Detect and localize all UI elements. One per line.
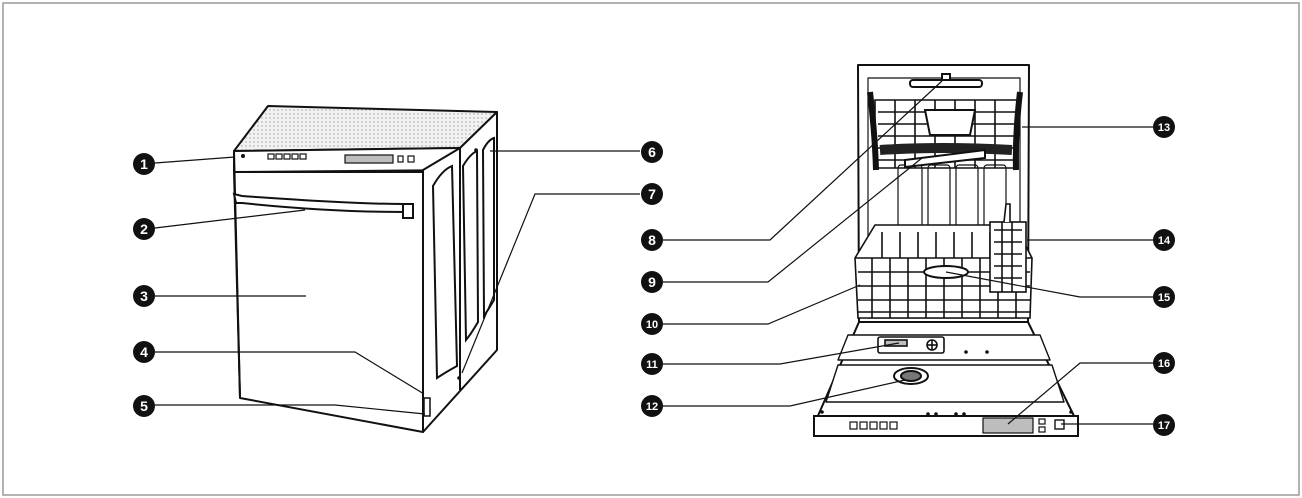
corner-screw — [474, 148, 478, 152]
svg-text:16: 16 — [1158, 358, 1170, 370]
side-slot — [461, 149, 480, 343]
callout-5: 5 — [133, 395, 155, 417]
svg-text:13: 13 — [1158, 122, 1170, 134]
svg-text:7: 7 — [648, 186, 656, 202]
side-slot — [431, 164, 459, 380]
callout-15: 15 — [1153, 286, 1175, 308]
svg-text:11: 11 — [646, 359, 658, 371]
control-panel — [267, 153, 415, 164]
callout-1: 1 — [133, 153, 155, 175]
callout-badges: 1 2 3 4 5 6 7 8 9 10 11 12 13 14 15 16 1… — [133, 116, 1175, 436]
control-button — [291, 153, 299, 160]
edge-button — [1038, 418, 1046, 425]
open-door — [816, 321, 1076, 419]
leader-line — [154, 156, 236, 164]
svg-text:6: 6 — [648, 144, 656, 160]
leader-line — [662, 157, 923, 283]
callout-4: 4 — [133, 341, 155, 363]
side-slot — [481, 136, 495, 320]
edge-button — [879, 421, 888, 430]
door-dot — [934, 412, 938, 416]
callout-13: 13 — [1153, 116, 1175, 138]
leader-line — [1007, 362, 1153, 425]
cutlery-basket — [989, 203, 1027, 293]
svg-text:15: 15 — [1158, 292, 1170, 304]
leader-line — [461, 193, 640, 374]
callout-3: 3 — [133, 285, 155, 307]
edge-button — [859, 421, 868, 430]
svg-text:1: 1 — [140, 156, 148, 172]
edge-display — [982, 417, 1034, 434]
door-lower-recess — [825, 364, 1065, 403]
callout-14: 14 — [1153, 229, 1175, 251]
control-button — [275, 153, 283, 160]
svg-text:12: 12 — [646, 401, 658, 413]
side-slots — [431, 136, 495, 380]
door-dot — [985, 350, 989, 354]
leader-line — [662, 80, 943, 241]
callout-12: 12 — [641, 395, 663, 417]
svg-text:4: 4 — [140, 344, 148, 360]
control-button — [407, 155, 415, 163]
door-dot — [954, 412, 958, 416]
callout-17: 17 — [1153, 414, 1175, 436]
door-dot — [820, 410, 824, 414]
edge-button — [869, 421, 878, 430]
svg-text:2: 2 — [140, 221, 148, 237]
svg-text:9: 9 — [648, 274, 656, 290]
edge-button — [849, 421, 858, 430]
kick-plate-foot — [423, 397, 431, 417]
control-button — [397, 155, 404, 163]
svg-text:14: 14 — [1158, 235, 1171, 247]
leader-line — [662, 284, 861, 325]
upper-rack — [867, 91, 1023, 171]
edge-button — [889, 421, 898, 430]
callout-8: 8 — [641, 229, 663, 251]
door-dot — [964, 350, 968, 354]
door-dot — [1069, 410, 1073, 414]
door-dot — [962, 412, 966, 416]
edge-button — [1038, 426, 1046, 433]
svg-text:17: 17 — [1158, 420, 1170, 432]
base-screw — [457, 376, 461, 380]
leader-line — [154, 209, 306, 229]
leader-lines — [154, 80, 1153, 425]
callout-16: 16 — [1153, 352, 1175, 374]
leader-line — [155, 404, 426, 415]
callout-6: 6 — [641, 141, 663, 163]
callout-11: 11 — [641, 353, 663, 375]
callout-7: 7 — [641, 183, 663, 205]
leader-line — [662, 379, 906, 407]
indicator-dot — [241, 154, 245, 158]
control-button — [299, 153, 307, 160]
worktop — [233, 105, 498, 152]
svg-text:3: 3 — [140, 288, 148, 304]
leader-line — [945, 271, 1153, 298]
door-handle — [232, 192, 414, 219]
callout-2: 2 — [133, 218, 155, 240]
control-button — [267, 153, 275, 160]
svg-text:8: 8 — [648, 232, 656, 248]
leader-line — [662, 342, 900, 365]
svg-text:5: 5 — [140, 398, 148, 414]
upper-spray-arm — [909, 73, 983, 88]
callout-10: 10 — [641, 313, 663, 335]
middle-spray-arm — [904, 148, 986, 169]
callout-9: 9 — [641, 271, 663, 293]
door-edge — [813, 415, 1079, 437]
control-button — [283, 153, 291, 160]
control-display — [344, 154, 394, 164]
door-left-edge — [233, 150, 241, 399]
door-dot — [926, 412, 930, 416]
svg-text:10: 10 — [646, 319, 658, 331]
leader-line — [155, 351, 425, 395]
